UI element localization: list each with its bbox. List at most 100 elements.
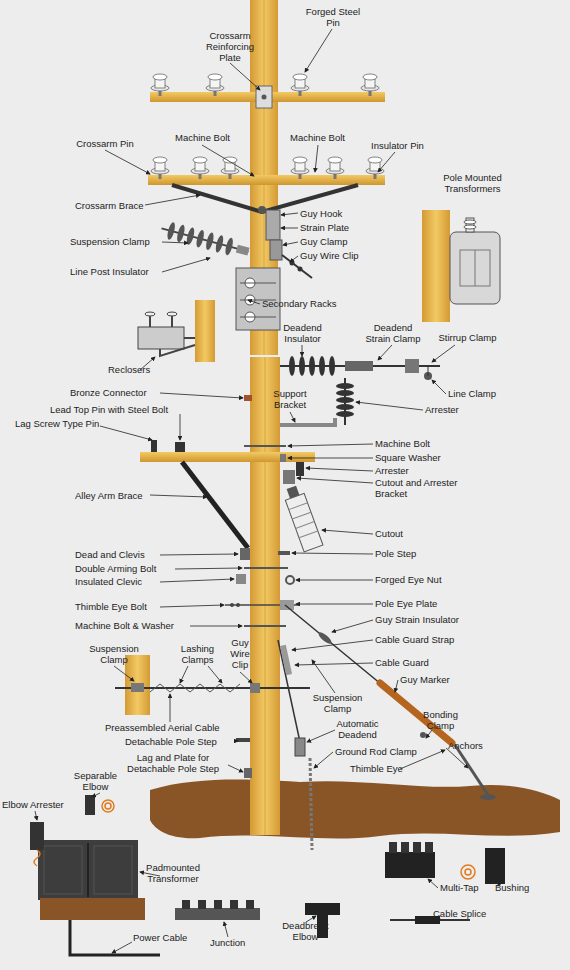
pole-hardware-part bbox=[236, 574, 246, 584]
arrester-bracket-part bbox=[280, 418, 335, 425]
leader-lines-part bbox=[162, 242, 188, 243]
second-crossarm bbox=[148, 157, 385, 214]
arrester-bracket-part bbox=[244, 395, 252, 401]
arrester-bracket-part bbox=[336, 411, 354, 417]
leader-lines-part bbox=[160, 579, 234, 582]
padmount-equipment-part bbox=[40, 898, 145, 920]
cutout-part bbox=[296, 462, 304, 476]
guy-wires-part bbox=[310, 758, 312, 850]
part-label: Square Washer bbox=[375, 452, 455, 463]
padmount-equipment-part bbox=[34, 850, 40, 866]
part-label: Detachable Pole Step bbox=[125, 736, 235, 747]
top-crossarm bbox=[150, 74, 385, 108]
deadend-assembly-part bbox=[345, 361, 373, 371]
leader-lines-part bbox=[281, 213, 298, 215]
top-crossarm-part bbox=[262, 95, 267, 100]
guy-fittings-part bbox=[290, 261, 295, 266]
secondary-racks-part bbox=[240, 317, 276, 318]
deadend-assembly-part bbox=[329, 356, 335, 376]
padmount-equipment-part bbox=[425, 842, 433, 853]
lower-crossarm bbox=[140, 440, 315, 548]
lower-crossarm-part bbox=[140, 452, 315, 462]
part-label: Guy Marker bbox=[400, 674, 470, 685]
leader-lines-part bbox=[306, 468, 373, 471]
second-crossarm-part bbox=[191, 157, 209, 179]
padmount-equipment-part bbox=[38, 840, 138, 900]
utility-pole-part bbox=[250, 357, 280, 835]
leader-lines-part bbox=[160, 393, 243, 398]
recloser bbox=[138, 300, 215, 362]
part-label: Machine Bolt & Washer bbox=[75, 620, 195, 631]
leader-lines-part bbox=[395, 680, 398, 692]
guy-wires-part bbox=[317, 631, 333, 646]
ground bbox=[150, 780, 560, 839]
detachable-step-part bbox=[244, 768, 252, 778]
part-label: Multi-Tap bbox=[440, 882, 500, 893]
pole-hardware-part bbox=[244, 625, 286, 627]
part-label: Machine Bolt bbox=[170, 132, 235, 143]
recloser-part bbox=[160, 338, 195, 356]
part-label: Ground Rod Clamp bbox=[335, 746, 425, 757]
detachable-step bbox=[236, 738, 252, 778]
recloser-part bbox=[167, 312, 177, 316]
padmount-equipment bbox=[30, 795, 505, 955]
second-crossarm-part bbox=[291, 157, 309, 179]
pole-hardware-part bbox=[240, 548, 250, 560]
cutout-part-part bbox=[287, 486, 300, 499]
part-label: Pole Eye Plate bbox=[375, 598, 455, 609]
leader-lines-part bbox=[208, 666, 222, 683]
cutout-part bbox=[282, 484, 323, 552]
pole-mounted-transformer-part bbox=[460, 250, 490, 286]
top-crossarm-part bbox=[151, 74, 169, 96]
leader-lines-part bbox=[202, 145, 254, 176]
suspension-insulator-part bbox=[176, 224, 186, 243]
part-label: Guy Strain Insulator bbox=[375, 614, 485, 625]
second-crossarm-part bbox=[258, 206, 266, 214]
suspension-insulator-part bbox=[205, 232, 215, 251]
part-label: Bushing bbox=[495, 882, 545, 893]
leader-lines-part bbox=[378, 152, 395, 172]
arrester-bracket bbox=[244, 378, 354, 425]
padmount-equipment-part bbox=[175, 908, 260, 920]
part-label: Lag Screw Type Pin bbox=[15, 418, 125, 429]
aerial-cable-part bbox=[150, 684, 240, 692]
part-label: Arrester bbox=[375, 465, 455, 476]
part-label: Guy Clamp bbox=[300, 236, 370, 247]
guy-fittings-part bbox=[266, 210, 280, 240]
leader-lines-part bbox=[162, 258, 210, 272]
guy-wires-part bbox=[455, 745, 488, 795]
leader-lines-part bbox=[283, 242, 298, 245]
padmount-equipment-part bbox=[246, 900, 254, 909]
leader-lines-part bbox=[432, 380, 446, 394]
padmount-equipment-part bbox=[389, 842, 397, 853]
suspension-insulator-part bbox=[214, 234, 224, 253]
part-label: Separable Elbow bbox=[68, 770, 123, 792]
leader-lines-part bbox=[281, 228, 298, 229]
padmount-equipment-part bbox=[485, 848, 505, 884]
pole-hardware-part bbox=[280, 600, 294, 610]
suspension-insulator bbox=[159, 220, 251, 261]
part-label: Anchors bbox=[448, 740, 498, 751]
padmount-equipment-part bbox=[105, 803, 111, 809]
padmount-equipment-part bbox=[401, 842, 409, 853]
part-label: Junction bbox=[210, 937, 260, 948]
guy-wires-part bbox=[278, 640, 300, 742]
part-label: Deadbreak Elbow bbox=[278, 920, 333, 942]
leader-lines-part bbox=[100, 426, 152, 440]
utility-pole bbox=[250, 0, 280, 835]
part-label: Guy Wire Clip bbox=[300, 250, 380, 261]
part-label: Forged Steel Pin bbox=[302, 6, 364, 28]
leader-lines-part bbox=[170, 694, 171, 722]
part-label: Automatic Deadend bbox=[330, 718, 385, 740]
part-label: Suspension Clamp bbox=[310, 692, 365, 714]
part-label: Machine Bolt bbox=[285, 132, 350, 143]
pole-mounted-transformer-part bbox=[475, 250, 476, 286]
part-label: Cable Guard Strap bbox=[375, 634, 475, 645]
suspension-insulator-part bbox=[166, 221, 176, 240]
suspension-insulator-part bbox=[236, 245, 250, 256]
pole-hardware bbox=[225, 446, 300, 626]
second-crossarm-part bbox=[221, 157, 239, 179]
padmount-equipment-part bbox=[413, 842, 421, 853]
top-crossarm-part bbox=[291, 74, 309, 96]
